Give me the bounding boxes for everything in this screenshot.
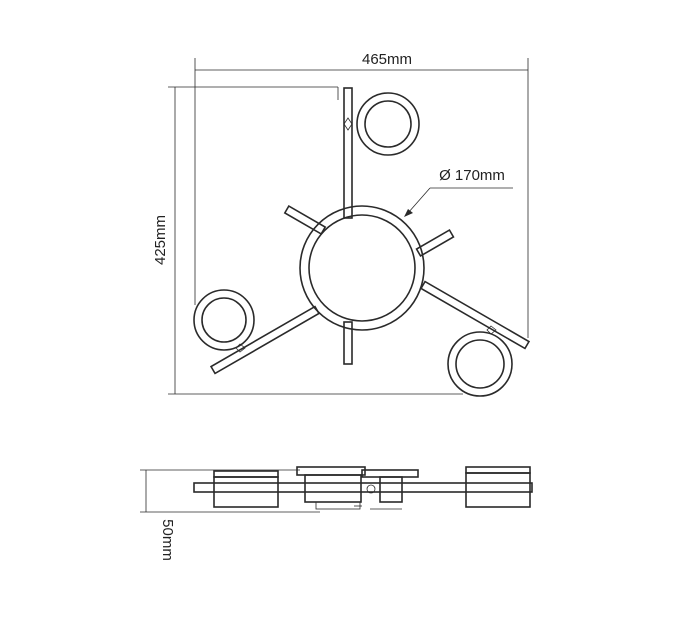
side-bar (193, 482, 533, 493)
height-dimension: 425mm (152, 86, 463, 395)
diameter-label: Ø 170mm (439, 167, 505, 184)
top-view: 465mm 425mm Ø 170mm (152, 51, 531, 397)
depth-label: 50mm (159, 519, 176, 561)
ring-left (193, 289, 255, 351)
depth-dimension: 50mm (140, 469, 320, 561)
width-dimension: 465mm (194, 51, 529, 338)
side-center-body (296, 466, 376, 510)
ring-top-right (356, 92, 420, 156)
side-right-lamp (465, 466, 531, 508)
diameter-callout: Ø 170mm (404, 167, 513, 217)
width-label: 465mm (362, 51, 412, 68)
fixture-arms (209, 87, 531, 375)
side-view: 50mm (140, 466, 533, 561)
ring-bottom-right (447, 331, 513, 397)
center-ring (299, 205, 425, 331)
side-center-right (361, 469, 419, 510)
height-label: 425mm (152, 215, 169, 265)
side-left-lamp (213, 470, 279, 508)
